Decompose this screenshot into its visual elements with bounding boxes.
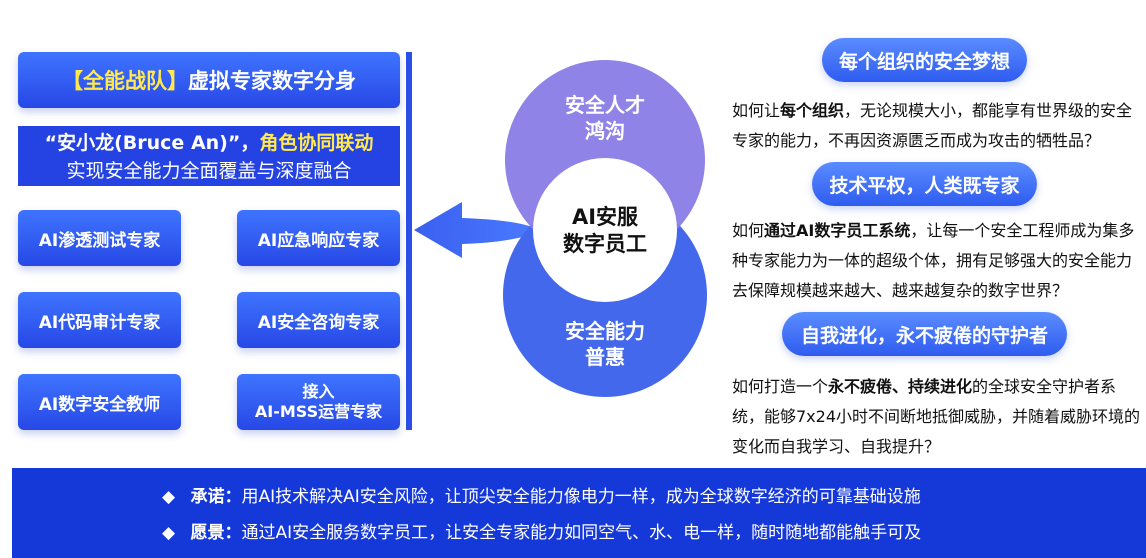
header-text: 虚拟专家数字分身 [188,69,356,93]
subtitle-highlight: 角色协同联动 [259,132,374,154]
left-subtitle: “安小龙(Bruce An)”，角色协同联动 实现安全能力全面覆盖与深度融合 [18,126,400,186]
equality-title: 技术平权，人类既专家 [812,162,1037,206]
diamond-icon: ◆ [162,523,176,543]
bottom-circle-line1: 安全能力 [565,319,645,343]
top-circle-line1: 安全人才 [565,93,645,117]
bottom-banner: ◆ 承诺：用AI技术解决AI安全风险，让顶尖安全能力像电力一样，成为全球数字经济… [12,468,1146,558]
equality-paragraph: 如何通过AI数字员工系统，让每一个安全工程师成为集多种专家能力为一体的超级个体，… [732,221,1135,300]
expert-consulting: AI安全咨询专家 [237,292,400,348]
expert-teacher: AI数字安全教师 [18,374,181,430]
left-header: 【全能战队】虚拟专家数字分身 [18,52,400,108]
promise-label: 承诺： [190,487,242,507]
subtitle-line1: “安小龙(Bruce An)”，角色协同联动 [18,129,400,157]
vision-label: 愿景： [190,523,242,543]
expert-pentest: AI渗透测试专家 [18,210,181,266]
expert-emergency: AI应急响应专家 [237,210,400,266]
expert-mss: 接入 AI-MSS运营专家 [237,374,400,430]
guardian-paragraph: 如何打造一个永不疲倦、持续进化的全球安全守护者系统，能够7x24小时不间断地抵御… [732,377,1141,456]
expert-code-audit: AI代码审计专家 [18,292,181,348]
guardian-title: 自我进化，永不疲倦的守护者 [782,312,1067,356]
left-arrow-icon [414,202,540,258]
header-bracket: 【全能战队】 [62,69,188,93]
core-line1: AI安服 [571,205,639,229]
dream-title: 每个组织的安全梦想 [822,38,1027,82]
bottom-circle-line2: 普惠 [585,345,625,369]
diamond-icon: ◆ [162,487,176,507]
vision-text: 通过AI安全服务数字员工，让安全专家能力如同空气、水、电一样，随时随地都能触手可… [241,523,922,543]
core-line2: 数字员工 [563,232,647,256]
top-circle-line2: 鸿沟 [585,119,625,143]
core-label: AI安服 数字员工 [525,204,685,258]
promise-line: ◆ 承诺：用AI技术解决AI安全风险，让顶尖安全能力像电力一样，成为全球数字经济… [162,482,921,507]
mss-line1: 接入 [302,382,335,401]
dream-paragraph: 如何让每个组织，无论规模大小，都能享有世界级的安全专家的能力，不再因资源匮乏而成… [732,101,1133,150]
subtitle-quote: “安小龙(Bruce An)”， [44,132,260,154]
core-circle [533,158,677,302]
center-diagram [414,60,707,397]
subtitle-line2: 实现安全能力全面覆盖与深度融合 [66,160,352,182]
mss-line2: AI-MSS运营专家 [254,402,383,421]
left-divider [406,52,412,430]
top-circle-label: 安全人才 鸿沟 [525,92,685,144]
bottom-circle-label: 安全能力 普惠 [525,318,685,370]
vision-line: ◆ 愿景：通过AI安全服务数字员工，让安全专家能力如同空气、水、电一样，随时随地… [162,518,921,543]
promise-text: 用AI技术解决AI安全风险，让顶尖安全能力像电力一样，成为全球数字经济的可靠基础… [241,487,921,507]
